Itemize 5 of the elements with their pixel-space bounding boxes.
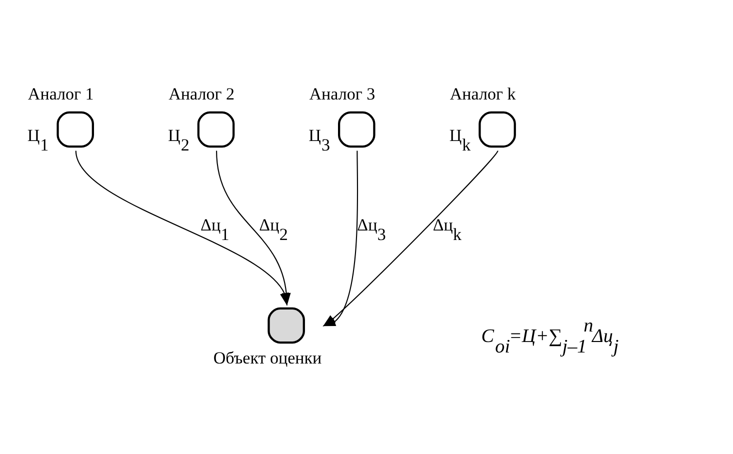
node-label: Аналог 1 bbox=[28, 84, 94, 103]
node-label: Объект оценки bbox=[213, 348, 322, 368]
node-label: Аналог k bbox=[450, 84, 516, 103]
node-label: Аналог 3 bbox=[309, 84, 376, 103]
node-label: Аналог 2 bbox=[168, 84, 234, 103]
